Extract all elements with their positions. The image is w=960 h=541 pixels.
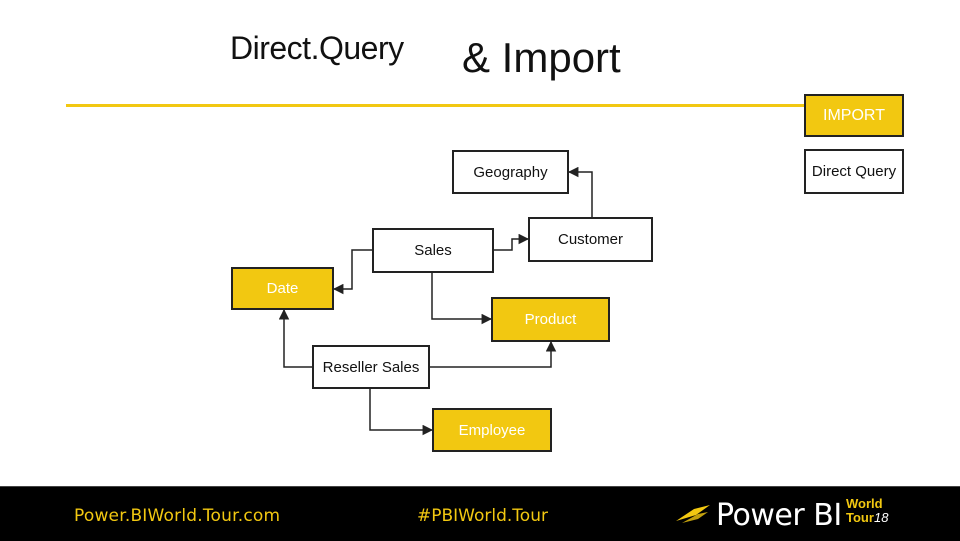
footer-bar: Power.BIWorld.Tour.com #PBIWorld.Tour Po…: [0, 486, 960, 541]
table-date: Date: [231, 267, 334, 310]
footer-website: Power.BIWorld.Tour.com: [74, 506, 281, 526]
connector-reseller-employee: [369, 389, 434, 436]
connector-reseller-product: [430, 340, 557, 368]
table-product: Product: [491, 297, 610, 342]
legend-import-label: IMPORT: [823, 107, 885, 124]
legend-import: IMPORT: [804, 94, 904, 137]
table-geography-label: Geography: [473, 163, 548, 181]
connector-sales-date: [332, 249, 372, 295]
legend-direct-query-label: Direct Query: [811, 163, 897, 180]
table-reseller-sales-label: Reseller Sales: [322, 358, 420, 376]
logo-badge-tour: Tour: [846, 510, 874, 525]
title-import: & Import: [462, 34, 621, 81]
footer-hashtag: #PBIWorld.Tour: [417, 506, 548, 526]
title-direct-query: Direct.Query: [230, 30, 404, 66]
legend-direct-query: Direct Query: [804, 149, 904, 194]
table-customer-label: Customer: [557, 231, 624, 248]
table-product-label: Product: [524, 311, 577, 328]
table-employee-label: Employee: [458, 421, 526, 439]
logo-text: Power BI: [716, 498, 842, 533]
title-underline: [66, 104, 818, 107]
table-sales-label: Sales: [414, 242, 452, 259]
logo-badge-year: 18: [874, 510, 889, 525]
table-geography: Geography: [452, 150, 569, 194]
table-reseller-sales: Reseller Sales: [312, 345, 430, 389]
power-bi-world-tour-logo-mark-icon: [676, 505, 710, 523]
connector-sales-product: [431, 273, 493, 325]
connector-sales-customer: [494, 233, 530, 251]
connector-reseller-date: [278, 308, 312, 368]
table-employee: Employee: [432, 408, 552, 452]
power-bi-world-tour-logo: Power BI World Tour 18: [674, 495, 904, 533]
table-customer: Customer: [528, 217, 653, 262]
table-date-label: Date: [266, 280, 299, 297]
logo-badge-world: World: [846, 496, 883, 511]
table-sales: Sales: [372, 228, 494, 273]
connector-customer-geography: [567, 166, 593, 217]
